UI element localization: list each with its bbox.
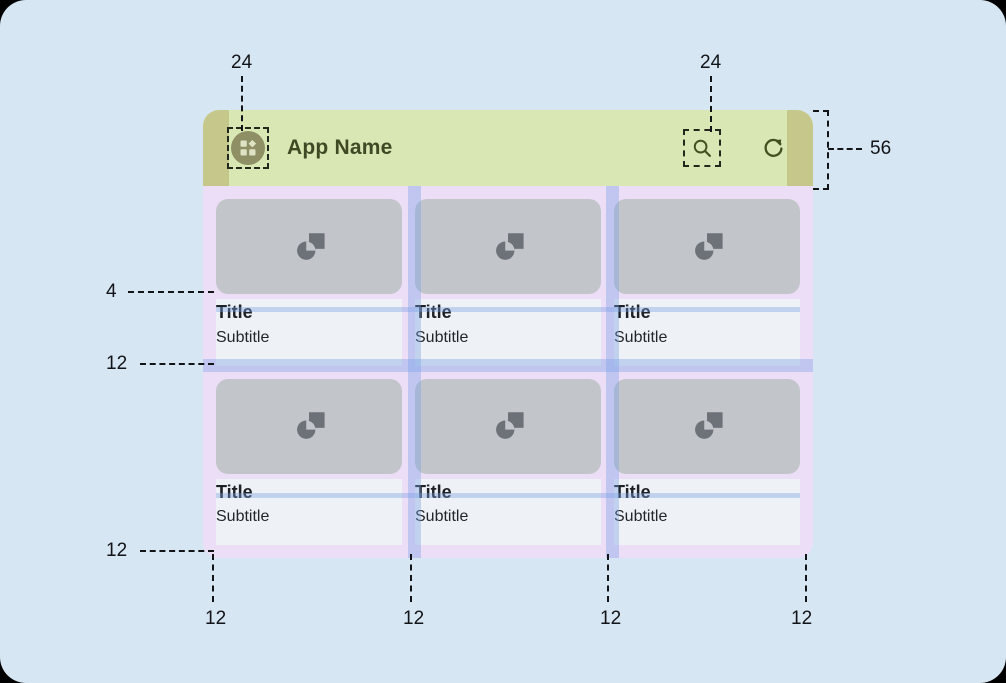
card-text: Title Subtitle — [614, 478, 800, 545]
image-placeholder-icon — [695, 232, 723, 260]
card-title: Title — [614, 302, 651, 322]
card-item[interactable]: Title Subtitle — [415, 378, 601, 545]
annotation-label-appbar-height: 56 — [870, 138, 892, 159]
card-item[interactable]: Title Subtitle — [216, 378, 402, 545]
card-subtitle: Subtitle — [216, 508, 270, 525]
search-icon — [693, 139, 711, 157]
card-title: Title — [216, 302, 253, 322]
annotation-leader-gutter — [212, 554, 214, 602]
card-text: Title Subtitle — [415, 299, 601, 366]
card-media — [415, 199, 601, 294]
card-item[interactable]: Title Subtitle — [216, 199, 402, 366]
card-text: Title Subtitle — [216, 299, 402, 366]
annotation-bracket-appbar-height — [813, 110, 829, 190]
annotation-leader-gutter — [607, 554, 609, 602]
card-media — [415, 378, 601, 474]
refresh-button[interactable] — [759, 134, 787, 162]
content-area: Title Subtitle Title — [203, 186, 813, 558]
app-frame: App Name — [203, 110, 813, 558]
card-text: Title Subtitle — [415, 478, 601, 545]
card-subtitle: Subtitle — [216, 328, 270, 346]
appbar-right-padding-overlay — [787, 110, 813, 186]
annotation-label-bottom-padding: 12 — [106, 540, 128, 561]
appbar-left-padding-overlay — [203, 110, 229, 186]
annotation-label-gutter: 12 — [791, 608, 813, 629]
image-placeholder-icon — [496, 232, 524, 260]
annotation-label-media-title-gap: 4 — [106, 281, 117, 302]
annotation-label-gutter: 12 — [600, 608, 622, 629]
card-item[interactable]: Title Subtitle — [415, 199, 601, 366]
search-button[interactable] — [683, 129, 721, 167]
card-media — [216, 199, 402, 294]
card-text: Title Subtitle — [216, 478, 402, 545]
image-placeholder-icon — [297, 232, 325, 260]
card-media — [216, 378, 402, 474]
card-title: Title — [415, 481, 452, 502]
annotation-leader-right-padding — [710, 76, 712, 132]
card-media — [614, 199, 800, 294]
card-title: Title — [216, 481, 253, 502]
annotation-label-right-padding: 24 — [700, 52, 722, 73]
annotation-leader-media-title-gap — [128, 291, 214, 293]
card-grid: Title Subtitle Title — [203, 186, 813, 558]
app-bar-content: App Name — [227, 110, 787, 186]
annotation-label-gutter: 12 — [205, 608, 227, 629]
card-item[interactable]: Title Subtitle — [614, 378, 800, 545]
card-subtitle: Subtitle — [614, 328, 668, 346]
card-subtitle: Subtitle — [614, 508, 668, 525]
annotation-leader-bottom-padding — [140, 550, 214, 552]
annotation-label-left-padding: 24 — [231, 52, 253, 73]
annotation-leader-row-gap — [140, 363, 214, 365]
app-bar: App Name — [203, 110, 813, 186]
annotation-label-row-gap: 12 — [106, 353, 128, 374]
card-text: Title Subtitle — [614, 299, 800, 366]
card-subtitle: Subtitle — [415, 328, 469, 346]
refresh-icon — [763, 138, 783, 157]
annotation-leader-gutter — [805, 554, 807, 602]
card-subtitle: Subtitle — [415, 508, 469, 525]
annotation-leader-left-padding — [241, 76, 243, 131]
image-placeholder-icon — [297, 412, 325, 439]
card-media — [614, 378, 800, 474]
card-item[interactable]: Title Subtitle — [614, 199, 800, 366]
annotation-leader-appbar-height — [828, 148, 862, 150]
card-title: Title — [614, 481, 651, 502]
annotation-label-gutter: 12 — [403, 608, 425, 629]
card-title: Title — [415, 302, 452, 322]
widgets-icon[interactable] — [231, 131, 265, 165]
annotation-leader-gutter — [410, 554, 412, 602]
app-title: App Name — [287, 136, 393, 159]
app-icon-hit-area[interactable] — [227, 127, 269, 169]
image-placeholder-icon — [695, 412, 723, 439]
image-placeholder-icon — [496, 412, 524, 439]
